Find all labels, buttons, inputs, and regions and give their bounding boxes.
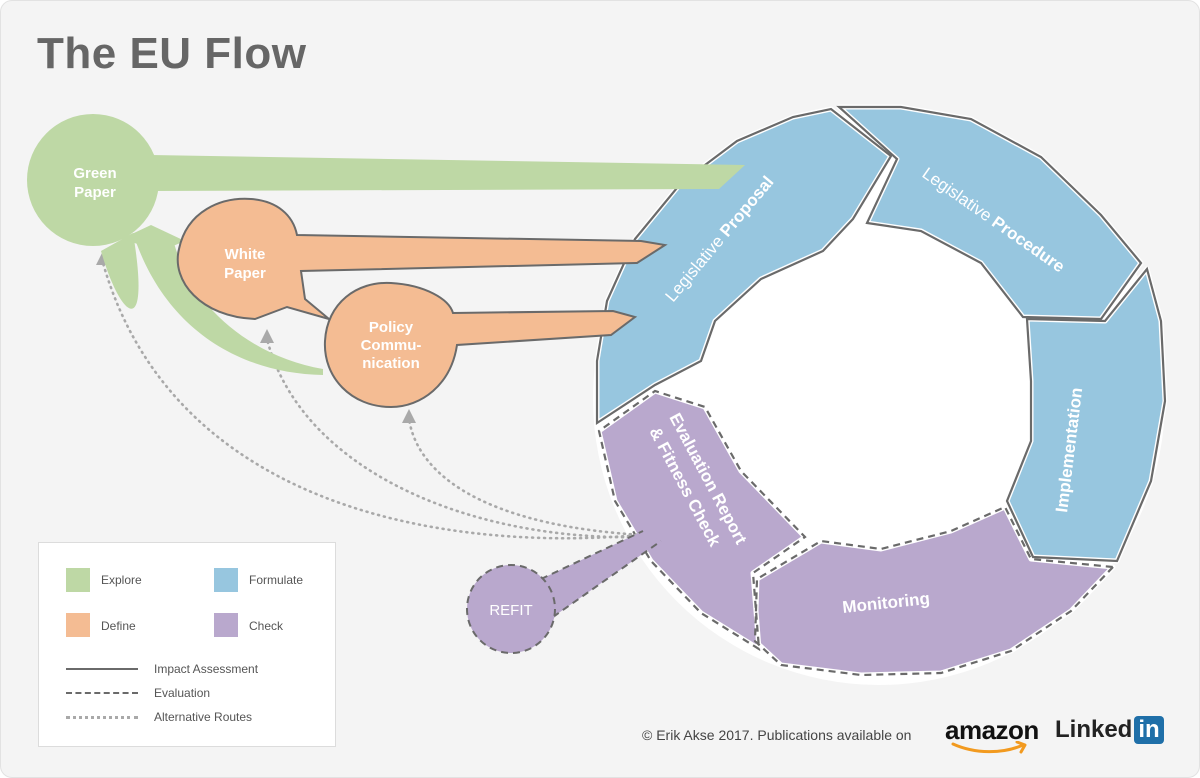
green-paper-label-line1: Green [73,165,116,182]
route-to-green-paper [101,261,643,540]
white-paper-label-line2: Paper [224,265,266,282]
route-to-white-paper [265,337,643,539]
evaluation-outline [597,389,807,652]
white-paper-bubble [176,197,668,321]
green-paper-bubble [27,114,159,246]
policy-communication-label-line2: Commu- [361,337,422,354]
policy-communication-label-line3: nication [362,355,420,372]
refit-group [466,530,662,654]
refit-label: REFIT [489,602,532,619]
legend: Explore Formulate Define Check Impact As… [38,542,336,747]
legend-swatch-formulate [214,568,238,592]
page-title: The EU Flow [37,29,307,78]
amazon-smile-icon [951,741,1027,754]
legend-label-explore: Explore [101,573,142,587]
proposal-outline [595,107,893,426]
linkedin-in-badge: in [1134,716,1164,744]
route-arrowhead [260,329,274,343]
legend-line-evaluation [66,692,138,694]
refit-bubble [466,564,556,654]
policy-communication-label-line1: Policy [369,319,414,336]
green-paper-pointer [121,225,185,251]
legend-line-impact-assessment [66,668,138,670]
procedure-outline [836,105,1143,321]
legend-label-formulate: Formulate [249,573,304,587]
white-paper-label-line1: White [225,246,266,263]
policy-communication-group [323,281,638,409]
refit-pointer [541,531,661,617]
legend-label-evaluation: Evaluation [154,686,211,700]
legend-label-define: Define [101,619,136,633]
legend-swatch-check [214,613,238,637]
footer-credit: © Erik Akse 2017. Publications available… [642,727,912,743]
legend-label-alternative-routes: Alternative Routes [154,710,253,724]
green-paper-tail-tip [101,233,139,309]
legend-label-impact-assessment: Impact Assessment [154,662,259,676]
amazon-logo[interactable]: amazon [945,715,1039,745]
legend-swatch-define [66,613,90,637]
implementation-outline [1005,266,1167,563]
white-paper-group [176,197,668,321]
route-arrowhead [402,409,416,423]
refit-pointer-outline [540,530,662,618]
legend-label-check: Check [249,619,284,633]
monitoring-outline [753,505,1116,677]
legend-line-alternative-routes [66,716,138,719]
legend-swatch-explore [66,568,90,592]
policy-communication-bubble [323,281,638,409]
green-paper-arrow [151,155,745,191]
linkedin-text: Linked [1055,716,1133,743]
green-paper-label-line2: Paper [74,184,116,201]
